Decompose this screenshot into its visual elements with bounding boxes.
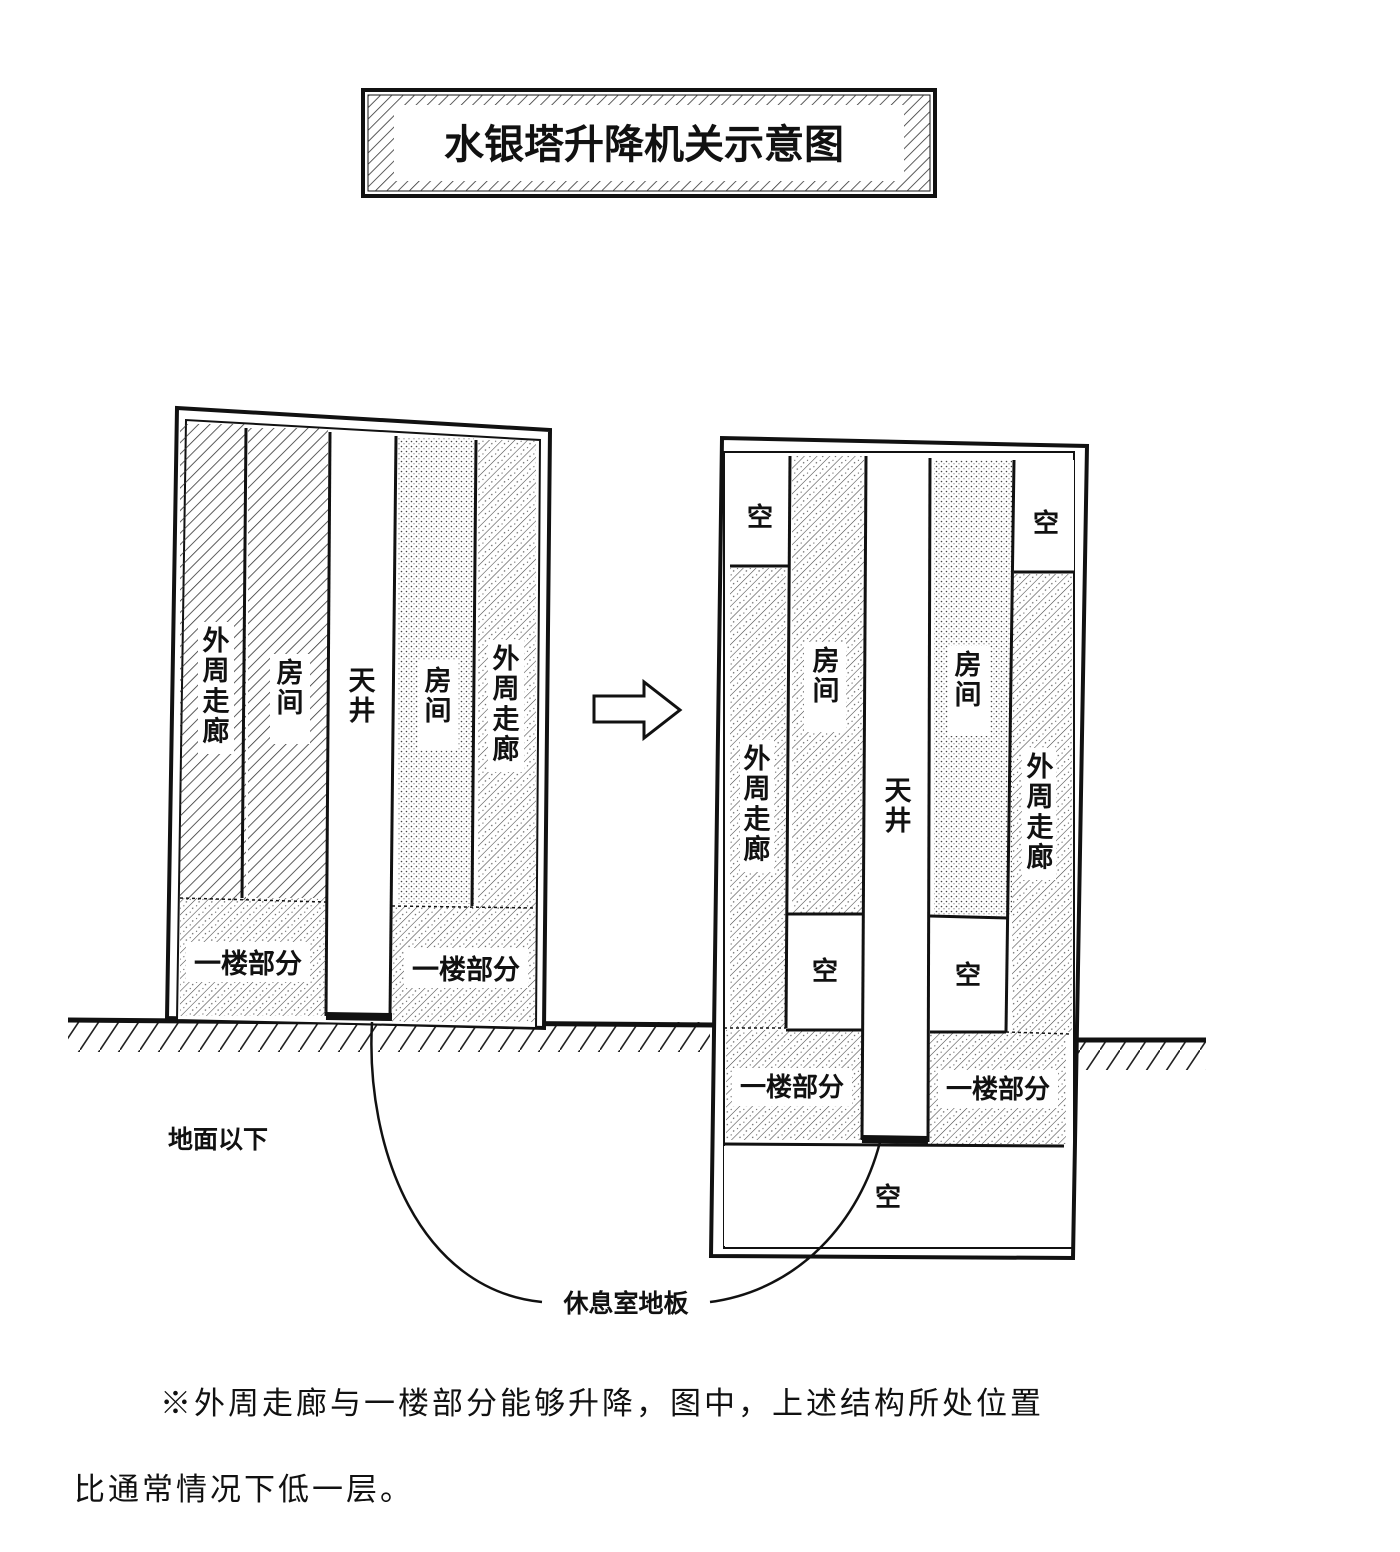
label-first-floor-right: 一楼部分 bbox=[412, 954, 520, 986]
building-normal: 外周走廊 房间 天井 房间 外周走廊 一楼部分 一楼部分 bbox=[164, 405, 553, 1031]
label-atrium-lowered: 天井 bbox=[885, 776, 912, 837]
title-frame: 水银塔升降机关示意图 bbox=[361, 88, 937, 198]
callout-lounge-floor: 休息室地板 bbox=[370, 1021, 882, 1318]
label-room-left: 房间 bbox=[277, 658, 304, 719]
label-corridor-left: 外周走廊 bbox=[203, 626, 230, 748]
label-lounge-floor: 休息室地板 bbox=[562, 1289, 688, 1318]
label-room-right: 房间 bbox=[425, 666, 452, 727]
arrow-icon bbox=[592, 678, 683, 742]
atrium-lowered bbox=[868, 456, 928, 1138]
label-room-left-lowered: 房间 bbox=[813, 646, 840, 707]
label-first-floor-left: 一楼部分 bbox=[194, 948, 302, 980]
label-first-floor-left-lowered: 一楼部分 bbox=[740, 1073, 844, 1103]
label-room-right-lowered: 房间 bbox=[955, 650, 982, 711]
footnote-line-1: ※外周走廊与一楼部分能够升降，图中，上述结构所处位置 bbox=[160, 1386, 1044, 1422]
label-empty-mid-right: 空 bbox=[955, 960, 981, 991]
ground-right bbox=[1074, 1037, 1206, 1070]
building-lowered: 空 空 房间 房间 外周走廊 外周走廊 天井 空 空 一楼部分 一楼部分 空 bbox=[708, 435, 1090, 1261]
label-underground: 地面以下 bbox=[168, 1125, 268, 1154]
label-empty-top-left: 空 bbox=[747, 502, 773, 533]
label-atrium: 天井 bbox=[349, 666, 376, 727]
label-corridor-left-lowered: 外周走廊 bbox=[744, 744, 771, 866]
page-title: 水银塔升降机关示意图 bbox=[444, 122, 844, 168]
footnote-line-2: 比通常情况下低一层。 bbox=[74, 1472, 414, 1508]
atrium bbox=[332, 434, 394, 1016]
label-empty-mid-left: 空 bbox=[812, 956, 838, 987]
label-corridor-right-lowered: 外周走廊 bbox=[1027, 752, 1054, 874]
label-first-floor-right-lowered: 一楼部分 bbox=[946, 1075, 1050, 1105]
label-empty-bottom: 空 bbox=[875, 1182, 901, 1213]
label-corridor-right: 外周走廊 bbox=[493, 644, 520, 766]
label-empty-top-right: 空 bbox=[1033, 508, 1059, 539]
